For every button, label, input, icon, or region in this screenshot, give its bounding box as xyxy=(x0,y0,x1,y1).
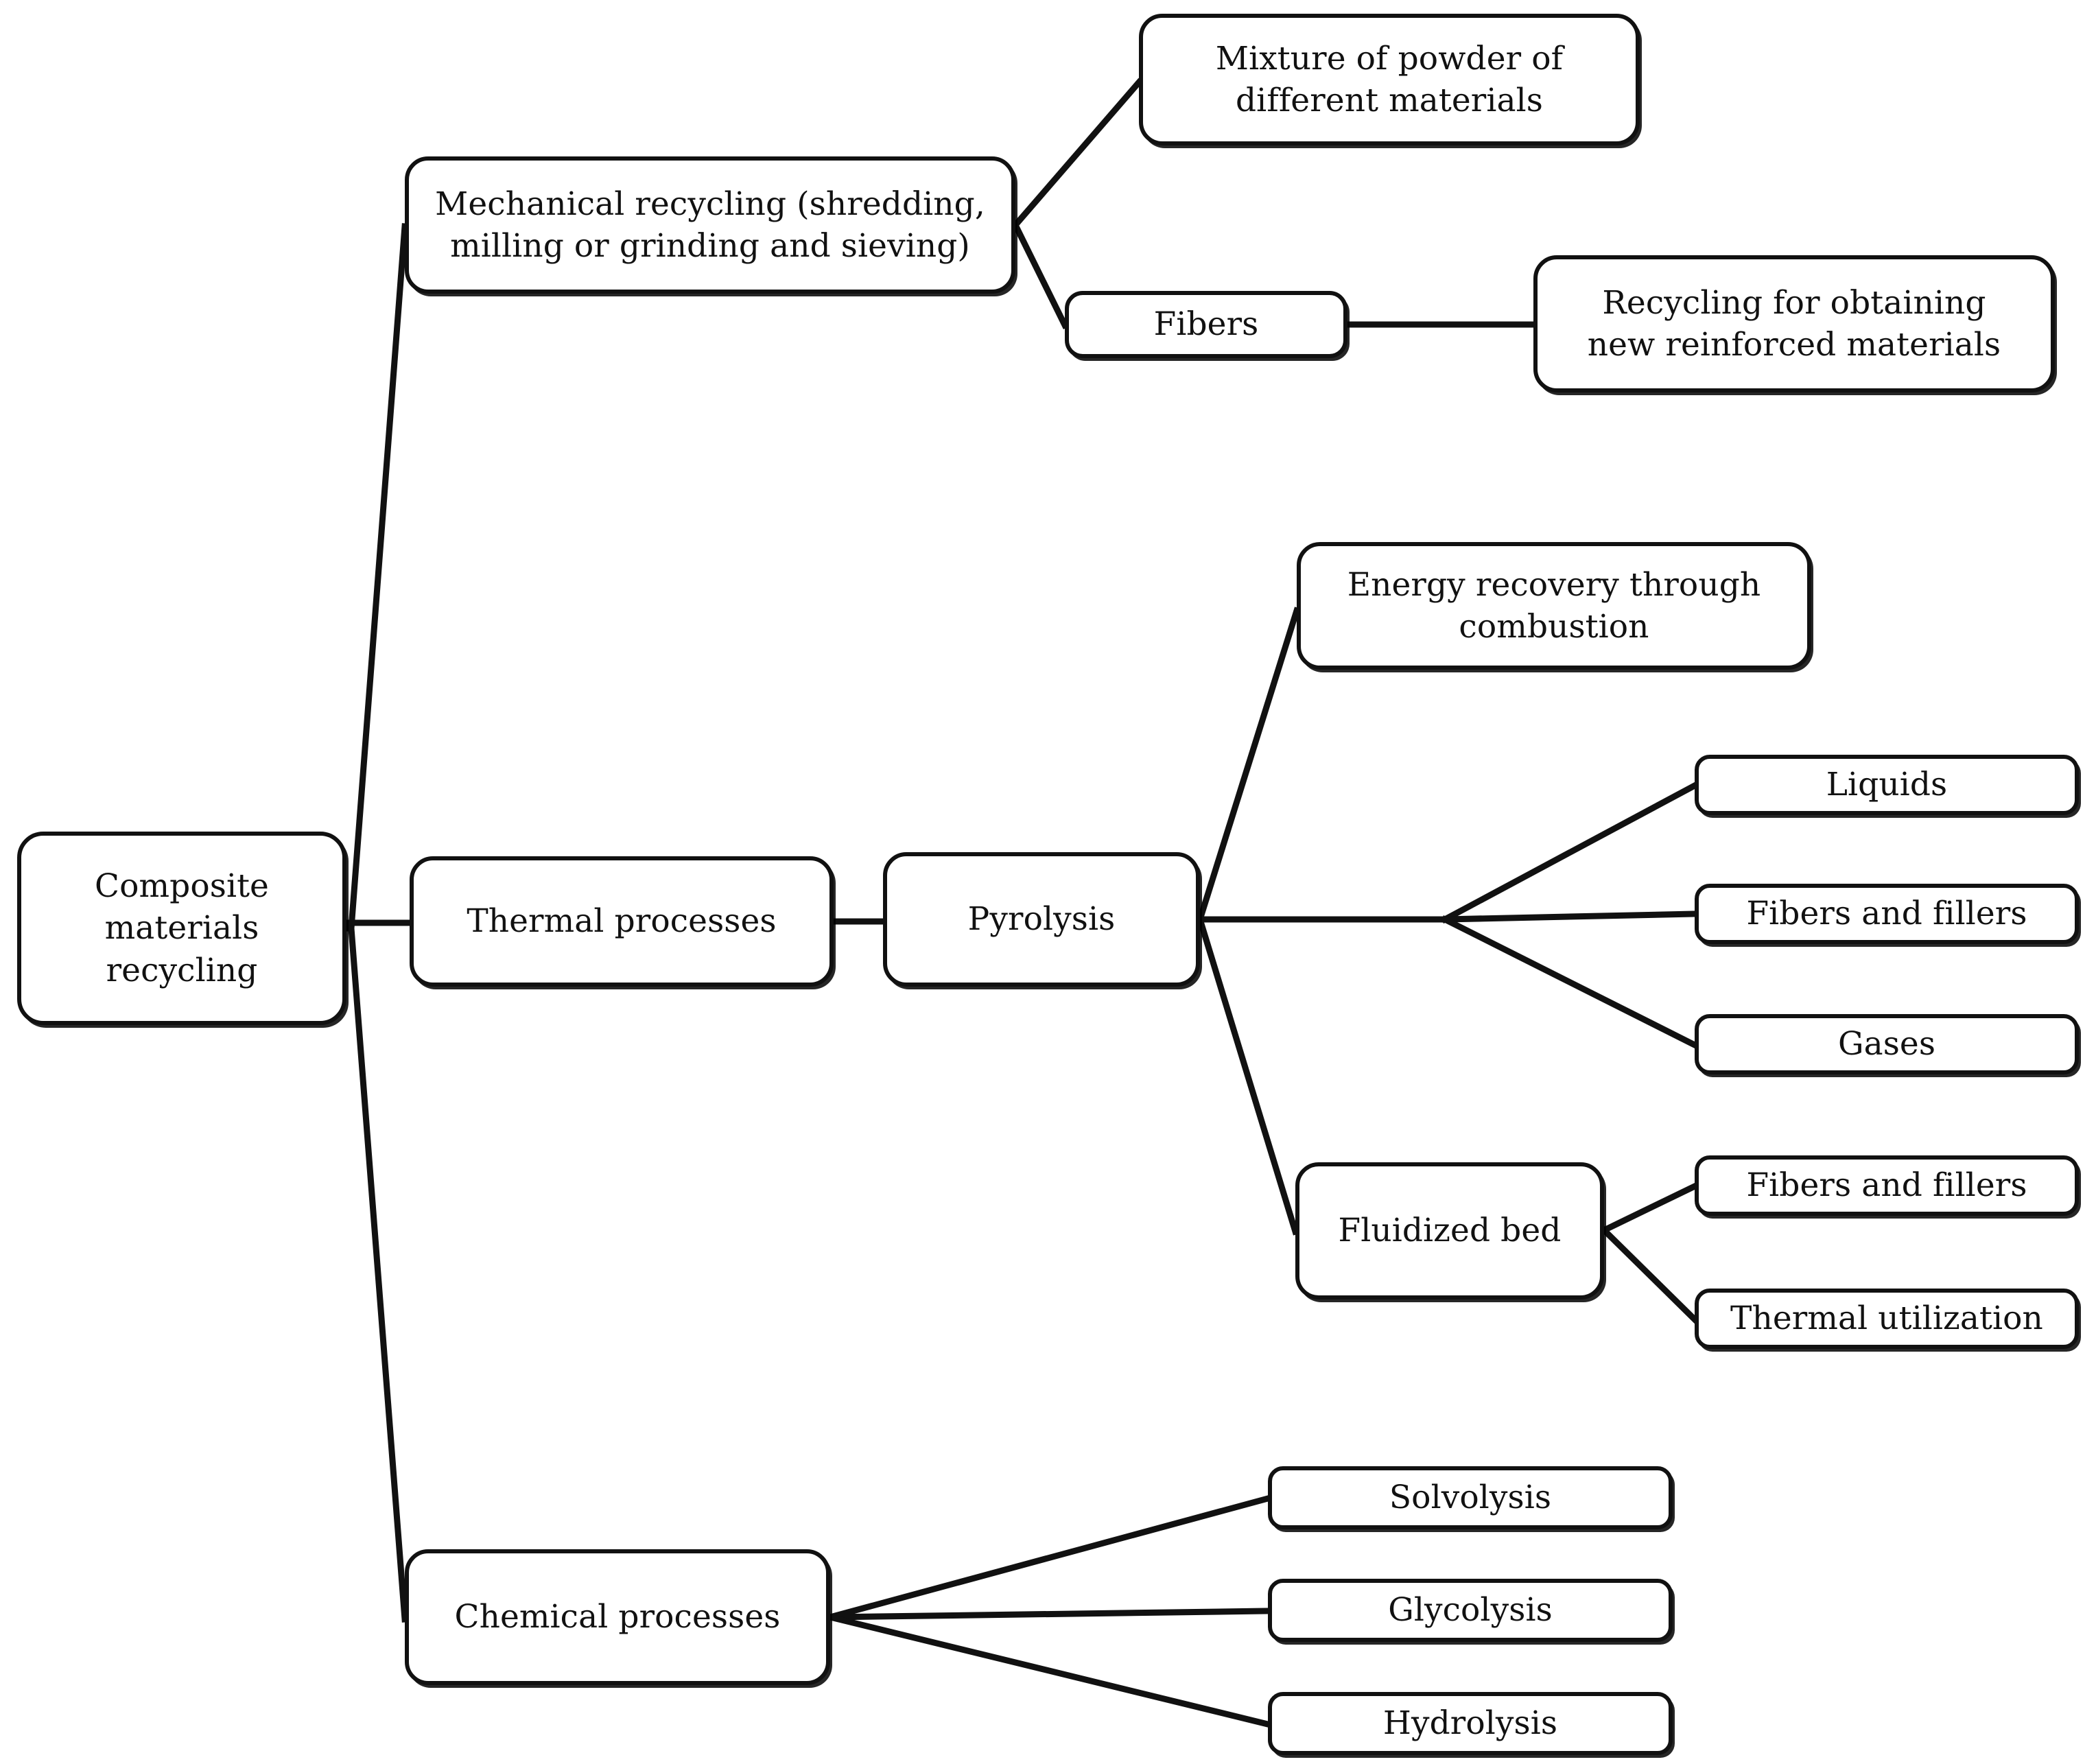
node-label-reinforced: Recycling for obtaining new reinforced m… xyxy=(1587,283,2001,364)
node-fibers[interactable]: Fibers xyxy=(1065,291,1347,358)
node-glycolysis[interactable]: Glycolysis xyxy=(1268,1579,1673,1642)
node-label-fibers: Fibers xyxy=(1153,305,1259,344)
node-fibers-fillers-2[interactable]: Fibers and fillers xyxy=(1695,1155,2079,1216)
connector-chemical-to-solvolysis xyxy=(826,1494,1272,1621)
node-thermal[interactable]: Thermal processes xyxy=(410,856,834,987)
connector-mechanical-to-fibers xyxy=(1011,220,1070,330)
connector-fluidized-to-thermal-utilization xyxy=(1599,1225,1699,1324)
node-pyrolysis[interactable]: Pyrolysis xyxy=(883,852,1200,987)
node-label-glycolysis: Glycolysis xyxy=(1388,1591,1553,1630)
node-label-fibers-fillers-2: Fibers and fillers xyxy=(1746,1166,2027,1205)
node-reinforced[interactable]: Recycling for obtaining new reinforced m… xyxy=(1533,255,2055,392)
connector-root-to-mechanical xyxy=(343,223,408,932)
node-fibers-fillers-1[interactable]: Fibers and fillers xyxy=(1695,884,2079,944)
node-label-energy: Energy recovery through combustion xyxy=(1347,565,1761,646)
node-label-mechanical: Mechanical recycling (shredding, milling… xyxy=(435,185,985,265)
connector-fanout-to-gases xyxy=(1440,915,1699,1050)
connector-fanout-to-fibers-fillers-1 xyxy=(1441,910,1698,923)
node-label-thermal-utilization: Thermal utilization xyxy=(1730,1300,2043,1338)
node-thermal-utilization[interactable]: Thermal utilization xyxy=(1695,1289,2079,1349)
node-energy[interactable]: Energy recovery through combustion xyxy=(1297,542,1811,670)
node-label-thermal: Thermal processes xyxy=(467,902,777,941)
node-chemical[interactable]: Chemical processes xyxy=(405,1549,830,1685)
node-root[interactable]: Composite materials recycling xyxy=(17,832,346,1025)
node-label-chemical: Chemical processes xyxy=(454,1598,781,1636)
node-hydrolysis[interactable]: Hydrolysis xyxy=(1268,1692,1673,1755)
node-label-fluidized: Fluidized bed xyxy=(1338,1212,1562,1250)
connector-chemical-to-glycolysis xyxy=(827,1608,1271,1621)
node-solvolysis[interactable]: Solvolysis xyxy=(1268,1466,1673,1529)
node-mixture[interactable]: Mixture of powder of different materials xyxy=(1139,14,1640,145)
connector-pyrolysis-to-fluidized xyxy=(1196,915,1299,1236)
node-label-solvolysis: Solvolysis xyxy=(1389,1479,1552,1517)
node-label-pyrolysis: Pyrolysis xyxy=(967,900,1116,939)
node-fluidized[interactable]: Fluidized bed xyxy=(1295,1162,1604,1300)
connector-fanout-to-liquids xyxy=(1440,781,1699,924)
node-liquids[interactable]: Liquids xyxy=(1695,755,2079,815)
connector-pyrolysis-to-energy xyxy=(1196,607,1301,924)
node-label-hydrolysis: Hydrolysis xyxy=(1382,1704,1558,1743)
connector-root-to-chemical xyxy=(348,925,408,1623)
node-label-fibers-fillers-1: Fibers and fillers xyxy=(1746,895,2027,933)
connector-chemical-to-hydrolysis xyxy=(826,1613,1272,1728)
node-label-liquids: Liquids xyxy=(1826,766,1948,804)
connector-mechanical-to-mixture xyxy=(1011,78,1144,230)
node-mechanical[interactable]: Mechanical recycling (shredding, milling… xyxy=(405,156,1015,294)
connector-fluidized-to-fibers-fillers-2 xyxy=(1599,1181,1699,1235)
node-label-mixture: Mixture of powder of different materials xyxy=(1215,39,1564,119)
node-label-root: Composite materials recycling xyxy=(95,867,269,989)
node-label-gases: Gases xyxy=(1837,1025,1936,1063)
node-gases[interactable]: Gases xyxy=(1695,1014,2079,1074)
